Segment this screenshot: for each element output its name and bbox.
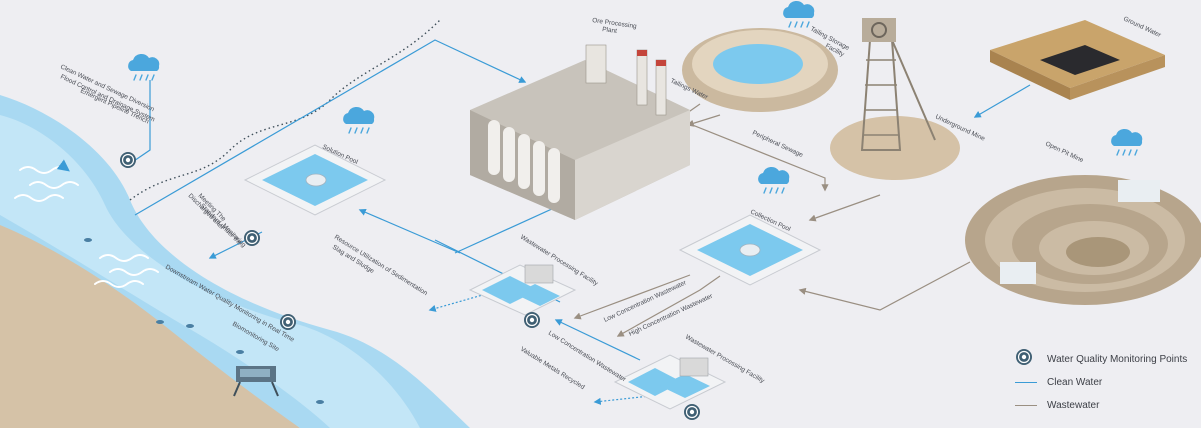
river — [0, 95, 470, 428]
wastewater-flow-lines — [573, 103, 971, 337]
monitoring-point-icon — [119, 151, 137, 169]
label-peripheral-sewage: Peripheral Sewage — [751, 129, 804, 159]
legend-label-clean-water: Clean Water — [1047, 377, 1103, 388]
rain-cloud-icon — [1110, 128, 1143, 156]
clean-water-line-swatch — [1015, 381, 1037, 384]
open-pit-mine — [965, 175, 1201, 305]
label-resource-utilization-line1: Resource Utilization of Sedimentation — [333, 234, 429, 298]
riverbank-earth — [0, 220, 300, 428]
ground-water-block — [990, 20, 1165, 100]
label-ground-water: Ground Water — [1122, 15, 1162, 39]
river-highlight — [0, 115, 420, 428]
monitoring-point-icon — [683, 403, 701, 421]
rain-cloud-icon — [757, 166, 790, 194]
legend-label-wastewater: Wastewater — [1047, 400, 1100, 411]
river-flow-arrows — [14, 159, 159, 288]
label-discharged-line4: Monitoring — [221, 222, 248, 249]
wastewater-facility-upper — [468, 264, 577, 316]
tailing-storage-facility — [682, 28, 838, 112]
dotted-wave-line — [129, 19, 441, 201]
legend-label-monitoring: Water Quality Monitoring Points — [1047, 354, 1188, 365]
monitoring-point-icon — [279, 313, 297, 331]
wastewater-facility-lower — [613, 354, 727, 410]
label-low-concentration-upper: Low Concentration Wastewater — [603, 279, 688, 324]
solution-pool — [243, 144, 387, 216]
label-ore-plant-line2: Plant — [602, 26, 618, 35]
ore-processing-plant — [470, 44, 690, 220]
legend-item-monitoring: Water Quality Monitoring Points — [1015, 348, 1195, 371]
wastewater-line-swatch — [1015, 404, 1037, 407]
rain-cloud-icon — [342, 106, 375, 134]
monitoring-point-icon — [523, 311, 541, 329]
biomonitoring-station-icon — [233, 366, 279, 397]
label-open-pit-mine: Open Pit Mine — [1044, 140, 1085, 164]
rain-cloud-icon — [782, 0, 815, 28]
mine-headframe-tower — [830, 18, 960, 180]
fish-icons — [84, 238, 324, 404]
legend-item-wastewater: Wastewater — [1015, 394, 1195, 417]
collection-pool — [678, 214, 822, 286]
legend-item-clean-water: Clean Water — [1015, 371, 1195, 394]
rain-cloud-icon — [127, 53, 160, 81]
legend: Water Quality Monitoring Points Clean Wa… — [1015, 348, 1195, 417]
